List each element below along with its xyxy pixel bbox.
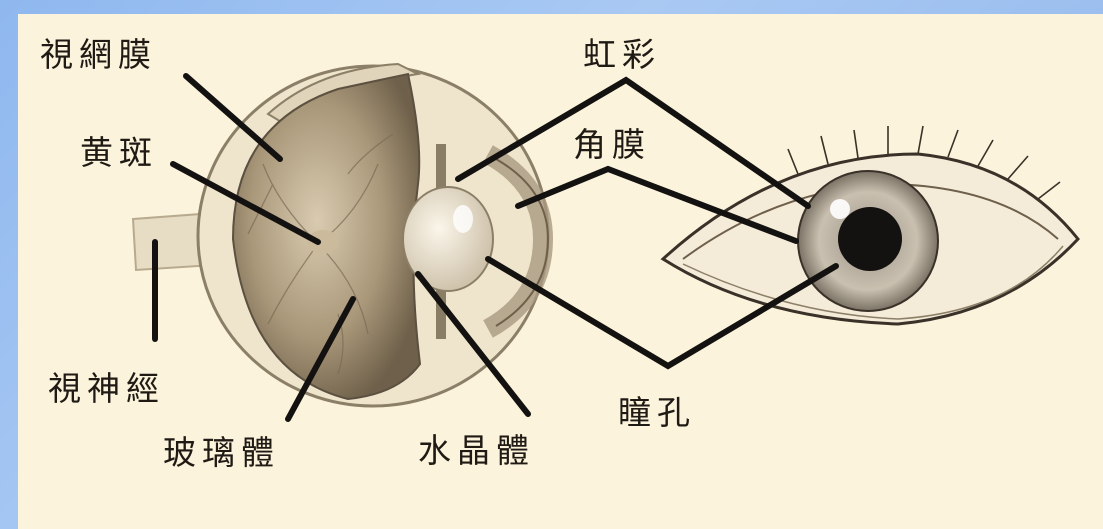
pupil-shape xyxy=(838,207,902,271)
label-vitreous: 玻璃體 xyxy=(163,426,280,474)
label-iris: 虹彩 xyxy=(583,28,661,76)
label-cornea: 角膜 xyxy=(573,118,651,166)
label-lens: 水晶體 xyxy=(418,424,535,472)
label-retina: 視網膜 xyxy=(40,28,157,76)
diagram-panel: 視網膜 黄斑 視神經 玻璃體 水晶體 虹彩 角膜 瞳孔 xyxy=(18,14,1103,529)
label-macula: 黄斑 xyxy=(80,126,158,174)
eyeball-cross-section xyxy=(198,64,548,406)
label-optic-nerve: 視神經 xyxy=(48,362,165,410)
label-pupil: 瞳孔 xyxy=(618,386,696,434)
external-eye xyxy=(663,126,1078,324)
